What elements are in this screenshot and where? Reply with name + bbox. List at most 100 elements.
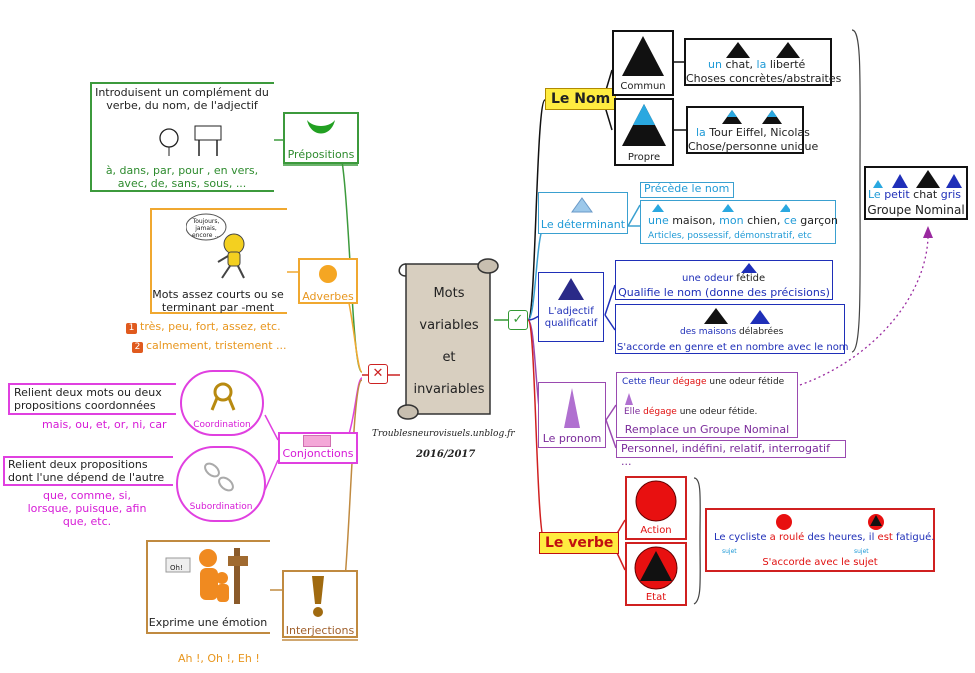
small-light-blue-triangle-icon (571, 197, 593, 213)
commun-definition: Choses concrètes/abstraites (686, 72, 842, 85)
adjectif-title: L'adjectif qualificatif (544, 306, 598, 329)
verbe-example-circles-icon (776, 514, 884, 530)
word-liberte: liberté (769, 58, 806, 71)
det-word-ce: ce (783, 214, 797, 227)
adverbes-example-2-text: calmement, tristement ... (146, 339, 287, 352)
red-circle-triangle-icon (634, 546, 678, 590)
word-chat: chat, (725, 58, 754, 71)
pro-word-elle: Elle (624, 407, 641, 417)
center-scroll (397, 258, 499, 420)
verbe-example: Le cycliste a roulé des heures, il est f… (714, 531, 934, 544)
adjectif-example-1: une odeur fétide (682, 272, 765, 285)
pronom-example-box (616, 372, 798, 438)
subordination-examples: que, comme, si, lorsque, puisque, afin q… (27, 489, 147, 528)
navy-triangle-icon (558, 278, 584, 300)
chain-icon (204, 462, 234, 492)
verbe-definition: S'accorde avec le sujet (762, 557, 878, 568)
gn-word-chat: chat (913, 188, 938, 201)
exclamation-icon (312, 576, 324, 617)
coordination-def-box (8, 383, 176, 415)
adjectif-def1-box (615, 260, 833, 300)
commun-example-box (684, 38, 832, 86)
propre-title: Propre (627, 152, 661, 163)
sujet-label-2: sujet (854, 548, 869, 555)
adverbes-example-1-text: très, peu, fort, assez, etc. (140, 320, 281, 333)
det-word-une: une (648, 214, 669, 227)
pronom-triangle-icon (625, 393, 633, 405)
invariable-x-icon: ✕ (368, 364, 388, 384)
verb-word-est: est (877, 532, 893, 543)
cyan-black-triangle-icon (622, 104, 666, 146)
determinant-triangles-icon (652, 204, 790, 212)
verbe-example-box (705, 508, 935, 572)
det-word-garcon: garçon (800, 214, 838, 227)
adjectif-example-2: des maisons délabrées (680, 326, 783, 339)
verb-word-le-cycliste: Le cycliste (714, 532, 767, 543)
interjections-title: Interjections (285, 624, 355, 637)
family-illustration (165, 548, 248, 604)
prepositions-title: Prépositions (287, 148, 355, 161)
word-la: la (756, 58, 767, 71)
pronom-definition: Remplace un Groupe Nominal (624, 423, 790, 436)
knot-icon (210, 382, 236, 411)
large-black-triangle-icon (622, 36, 664, 76)
coordination-title: Coordination (193, 420, 251, 430)
interjections-examples: Ah !, Oh !, Eh ! (178, 652, 260, 665)
adverbes-definition: Mots assez courts ou se terminant par -m… (152, 288, 284, 314)
subordination-definition: Relient deux propositions dont l'une dép… (8, 458, 165, 484)
rectangle-icon (303, 435, 331, 447)
commun-triangles-icon (726, 42, 800, 58)
adjectif-triangle-icon-1 (741, 263, 757, 273)
pronom-title: Le pronom (542, 432, 602, 445)
det-word-mon: mon (719, 214, 744, 227)
adj-word-une-odeur: une odeur (682, 273, 734, 284)
determinant-example-box (640, 200, 836, 244)
verb-word-des-heures: des heures, (807, 532, 866, 543)
action-title: Action (640, 525, 672, 536)
propre-example-box (686, 106, 804, 154)
prepositions-illustration (159, 125, 222, 156)
verb-word-a-roule: a roulé (769, 532, 805, 543)
pronom-types-box: Personnel, indéfini, relatif, interrogat… (616, 440, 846, 468)
coordination-node (180, 370, 264, 436)
verbe-title: Le verbe (539, 532, 620, 554)
det-word-maison: maison, (672, 214, 716, 227)
prepositions-card (90, 82, 274, 192)
adj-word-des-maisons: des maisons (680, 327, 737, 337)
prepositions-node (283, 112, 359, 164)
adverbes-character-illustration (186, 213, 245, 279)
commun-title: Commun (620, 81, 666, 92)
pro-word-degage-2: dégage (643, 407, 677, 417)
word-un: un (708, 58, 722, 71)
coordination-definition: Relient deux mots ou deux propositions c… (14, 386, 162, 412)
adjectif-definition-2: S'accorde en genre et en nombre avec le … (617, 342, 849, 353)
adjectif-definition-1: Qualifie le nom (donne des précisions) (618, 286, 830, 299)
propre-triangles-icon (722, 110, 782, 124)
subordination-def-box (3, 456, 173, 486)
adverbes-title: Adverbes (302, 290, 354, 303)
determinant-types: Articles, possessif, démonstratif, etc (648, 231, 812, 241)
pro-word-odeur-fetide-2: une odeur fétide. (679, 407, 758, 417)
thin-purple-triangle-icon (564, 388, 580, 428)
center-title-3: et (442, 350, 456, 365)
groupe-nominal-words: Le petit chat gris (868, 188, 961, 201)
word-tour-eiffel: Tour Eiffel, Nicolas (709, 126, 810, 139)
site-name: Troublesneurovisuels.unblog.fr (372, 429, 515, 439)
badge-2: 2 (132, 342, 143, 353)
red-circle-icon (635, 480, 677, 522)
adj-word-delabrees: délabrées (739, 327, 784, 337)
propre-definition: Chose/personne unique (688, 140, 819, 153)
pro-word-degage: dégage (672, 377, 707, 387)
commun-example: un chat, la liberté (708, 58, 805, 71)
gn-word-gris: gris (940, 188, 962, 201)
groupe-nominal-title: Groupe Nominal (867, 203, 965, 217)
center-title-1: Mots (433, 286, 465, 301)
determinant-title: Le déterminant (540, 218, 626, 231)
groupe-nominal-box (864, 166, 968, 220)
center-title-2: variables (419, 318, 479, 333)
determinant-definition: Précède le nom (644, 182, 730, 195)
